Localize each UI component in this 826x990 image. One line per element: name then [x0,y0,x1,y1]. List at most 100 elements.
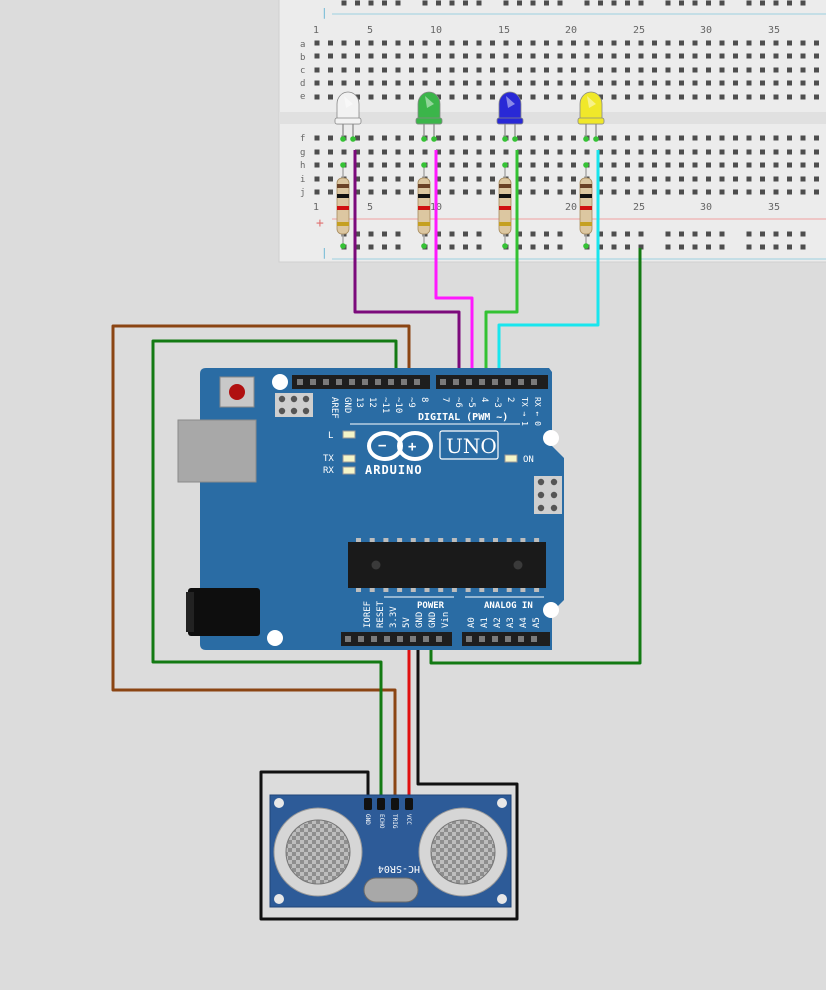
breadboard-hole[interactable] [490,135,495,141]
breadboard-hole[interactable] [665,53,671,59]
breadboard-hole[interactable] [314,149,320,155]
breadboard-hole[interactable] [773,135,779,141]
breadboard-hole[interactable] [584,40,590,46]
breadboard-hole[interactable] [652,149,657,155]
breadboard-hole[interactable] [409,80,414,86]
breadboard-hole[interactable] [409,135,414,141]
breadboard-hole[interactable] [719,189,725,195]
breadboard-hole[interactable] [328,176,333,182]
breadboard-hole[interactable] [490,189,495,195]
breadboard-hole[interactable] [625,67,630,73]
breadboard-hole[interactable] [692,67,698,73]
breadboard-hole[interactable] [544,80,549,86]
breadboard-hole[interactable] [571,135,576,141]
breadboard-hole[interactable] [557,40,563,46]
breadboard-hole[interactable] [719,162,725,168]
breadboard-hole[interactable] [679,149,684,155]
breadboard-hole[interactable] [368,53,374,59]
breadboard-rail-hole[interactable] [800,231,806,237]
breadboard-hole[interactable] [787,135,792,141]
wire-magenta[interactable] [434,150,474,382]
breadboard-hole[interactable] [436,162,441,168]
breadboard-hole[interactable] [476,135,482,141]
header-pin[interactable] [479,636,485,642]
breadboard-hole[interactable] [773,67,779,73]
breadboard-hole[interactable] [436,53,441,59]
header-pin[interactable] [371,636,377,642]
breadboard-hole[interactable] [463,149,468,155]
resistors[interactable] [336,162,593,249]
breadboard-hole[interactable] [395,53,401,59]
breadboard-rail-hole[interactable] [476,244,482,250]
wire-purple[interactable] [353,150,461,382]
breadboard-hole[interactable] [422,53,428,59]
breadboard-hole[interactable] [463,162,468,168]
breadboard-hole[interactable] [800,67,806,73]
breadboard-hole[interactable] [530,67,536,73]
breadboard-hole[interactable] [638,67,644,73]
breadboard-hole[interactable] [476,94,482,100]
breadboard-hole[interactable] [787,94,792,100]
breadboard-hole[interactable] [665,94,671,100]
breadboard-rail-hole[interactable] [341,0,347,6]
breadboard-hole[interactable] [679,67,684,73]
breadboard-hole[interactable] [638,80,644,86]
breadboard-rail-hole[interactable] [463,244,468,250]
breadboard-hole[interactable] [355,80,360,86]
breadboard-hole[interactable] [490,40,495,46]
breadboard-hole[interactable] [652,67,657,73]
breadboard-hole[interactable] [571,189,576,195]
header-pin[interactable] [479,379,485,385]
breadboard-hole[interactable] [436,135,441,141]
breadboard-rail-hole[interactable] [557,244,563,250]
breadboard-hole[interactable] [328,80,333,86]
breadboard-hole[interactable] [463,176,468,182]
breadboard-hole[interactable] [409,40,414,46]
breadboard-rail-hole[interactable] [598,244,603,250]
breadboard-rail-hole[interactable] [638,0,644,6]
breadboard-hole[interactable] [638,53,644,59]
breadboard-hole[interactable] [706,162,711,168]
breadboard-rail-hole[interactable] [557,0,563,6]
breadboard-hole[interactable] [449,135,455,141]
breadboard-hole[interactable] [652,189,657,195]
sensor-pin[interactable] [405,798,413,810]
breadboard-hole[interactable] [449,94,455,100]
breadboard-rail-hole[interactable] [382,0,387,6]
breadboard-hole[interactable] [355,40,360,46]
breadboard-hole[interactable] [706,176,711,182]
breadboard-hole[interactable] [625,53,630,59]
breadboard-hole[interactable] [598,189,603,195]
breadboard-hole[interactable] [571,67,576,73]
breadboard-hole[interactable] [733,189,738,195]
breadboard-rail-hole[interactable] [665,0,671,6]
header-pin[interactable] [518,379,524,385]
breadboard-hole[interactable] [598,40,603,46]
breadboard-hole[interactable] [409,94,414,100]
breadboard-hole[interactable] [476,80,482,86]
breadboard-hole[interactable] [706,67,711,73]
breadboard-hole[interactable] [463,40,468,46]
breadboard-hole[interactable] [692,40,698,46]
breadboard-hole[interactable] [476,67,482,73]
breadboard-hole[interactable] [773,94,779,100]
breadboard-hole[interactable] [449,162,455,168]
breadboard-hole[interactable] [328,135,333,141]
header-pin[interactable] [505,379,511,385]
header-pin[interactable] [358,636,364,642]
breadboard-hole[interactable] [814,94,819,100]
breadboard-hole[interactable] [382,189,387,195]
header-pin[interactable] [297,379,303,385]
breadboard-hole[interactable] [787,149,792,155]
breadboard-rail-hole[interactable] [692,231,698,237]
breadboard-hole[interactable] [382,94,387,100]
breadboard-hole[interactable] [679,189,684,195]
breadboard-hole[interactable] [368,189,374,195]
breadboard-rail-hole[interactable] [598,231,603,237]
breadboard-rail-hole[interactable] [476,231,482,237]
breadboard-hole[interactable] [625,135,630,141]
breadboard-hole[interactable] [503,80,509,86]
breadboard-hole[interactable] [422,67,428,73]
breadboard-hole[interactable] [517,53,522,59]
breadboard-rail-hole[interactable] [679,0,684,6]
